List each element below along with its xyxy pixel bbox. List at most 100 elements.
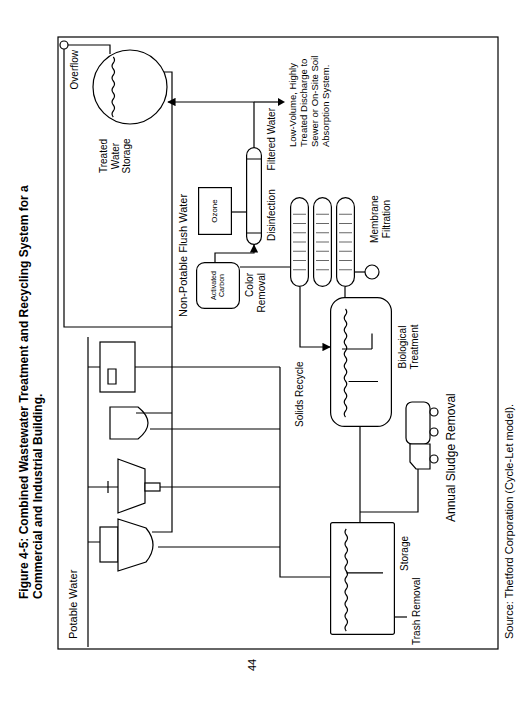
fixture-cabinet xyxy=(100,342,135,392)
shape-border xyxy=(93,50,167,124)
water-level xyxy=(345,529,348,631)
membrane-fiber xyxy=(293,269,306,270)
membrane-fiber xyxy=(293,214,306,215)
node-outline xyxy=(290,197,355,287)
trash-line xyxy=(395,616,407,617)
flow-pipe xyxy=(359,427,360,522)
baffle xyxy=(346,572,383,573)
membrane-module: Membrane Filtration xyxy=(290,197,355,287)
carbon-filter: Activated CarbonColor Removal xyxy=(196,262,240,309)
membrane-fiber xyxy=(339,214,352,215)
water-level xyxy=(344,309,347,417)
figure-frame xyxy=(58,37,498,649)
membrane-fiber xyxy=(316,260,329,261)
node-label: Membrane Filtration xyxy=(369,187,392,251)
flow-pipe xyxy=(215,245,254,262)
pipe-label: Solids Recycle xyxy=(294,351,306,427)
flow-pipe xyxy=(240,266,290,267)
shape-border xyxy=(331,523,395,635)
membrane-fiber xyxy=(293,251,306,252)
node-outline xyxy=(246,147,262,245)
membrane-tube xyxy=(337,198,355,287)
membrane-fiber xyxy=(293,232,306,233)
membrane-fiber xyxy=(293,260,306,261)
node-label: Color Removal xyxy=(244,273,267,329)
node-label: Disinfection xyxy=(266,179,278,241)
flush-pipe xyxy=(136,72,172,532)
flow-pipe xyxy=(232,211,246,212)
membrane-fiber xyxy=(293,242,306,243)
membrane-fiber xyxy=(293,223,306,224)
membrane-fiber xyxy=(339,260,352,261)
shape-border xyxy=(199,188,232,235)
flow-pipe xyxy=(168,102,254,147)
node-label: Biological Treatment xyxy=(397,307,420,387)
ozone-generator: Ozone xyxy=(198,187,232,235)
discharge-pipe xyxy=(254,101,280,102)
shape-border xyxy=(197,263,240,309)
sludge-pipe xyxy=(360,469,418,512)
node-text: Activated Carbon xyxy=(210,266,225,305)
membrane-fiber xyxy=(316,251,329,252)
page-number: 44 xyxy=(246,651,259,671)
membrane-fiber xyxy=(316,232,329,233)
toilet-bowl xyxy=(118,519,153,571)
truck-wheel xyxy=(430,428,438,436)
membrane-fiber xyxy=(339,251,352,252)
node-label: Storage xyxy=(399,523,411,571)
membrane-fiber xyxy=(339,223,352,224)
flow-pipe xyxy=(344,287,345,297)
membrane-fiber xyxy=(316,269,329,270)
toilet-tank xyxy=(100,527,118,562)
urinal xyxy=(110,407,148,439)
sink-faucet xyxy=(108,481,118,493)
node-text: Ozone xyxy=(211,199,220,223)
truck-wheel xyxy=(430,408,438,416)
holding-tank: Storage xyxy=(330,522,395,635)
cylinder-seam xyxy=(247,159,261,233)
step-label: Annual Sludge Removal xyxy=(445,362,459,522)
membrane-tube xyxy=(314,198,332,287)
water-level xyxy=(112,57,115,117)
shape-border xyxy=(247,148,262,245)
pipe-label: Potable Water xyxy=(67,539,80,639)
shape-border xyxy=(331,298,392,427)
pump xyxy=(365,265,379,279)
disinfection-unit: Disinfection xyxy=(246,147,262,245)
note-text: Low-Volume, Highly Treated Discharge to … xyxy=(288,41,332,147)
sink-basin xyxy=(118,459,145,513)
truck-cab xyxy=(410,444,430,469)
truck-wheel xyxy=(430,455,438,463)
membrane-fiber xyxy=(316,223,329,224)
flow-pipe xyxy=(300,287,330,347)
node-outline xyxy=(330,522,395,635)
figure-title: Figure 4-5: Combined Wastewater Treatmen… xyxy=(18,129,46,599)
overflow-valve xyxy=(60,41,68,49)
membrane-fiber xyxy=(316,242,329,243)
node-label: Treated Water Storage xyxy=(98,129,133,183)
membrane-fiber xyxy=(339,269,352,270)
node-outline xyxy=(330,297,392,427)
bioreactor-tank: Biological Treatment xyxy=(330,297,392,427)
baffle xyxy=(342,333,378,381)
pipe-label: Overflow xyxy=(69,50,81,107)
fixture-detail xyxy=(108,369,116,384)
node-outline xyxy=(92,49,168,125)
membrane-fiber xyxy=(316,214,329,215)
source-caption: Source: Thetford Corporation (Cycle-Let … xyxy=(503,219,516,639)
discharge-arrow xyxy=(278,98,285,106)
membrane-fiber xyxy=(339,232,352,233)
storage-tank: Treated Water Storage xyxy=(92,49,168,125)
truck-tank xyxy=(406,402,430,444)
pipe-label: Non-Potable Flush Water xyxy=(177,157,190,317)
overflow-pipe xyxy=(64,49,172,327)
membrane-tube xyxy=(291,198,309,287)
step-label: Trash Removal xyxy=(411,555,423,645)
pipe-label: Filtered Water xyxy=(266,108,278,187)
membrane-fiber xyxy=(339,242,352,243)
sink-pedestal xyxy=(145,483,160,491)
pump-pipe xyxy=(355,271,365,272)
